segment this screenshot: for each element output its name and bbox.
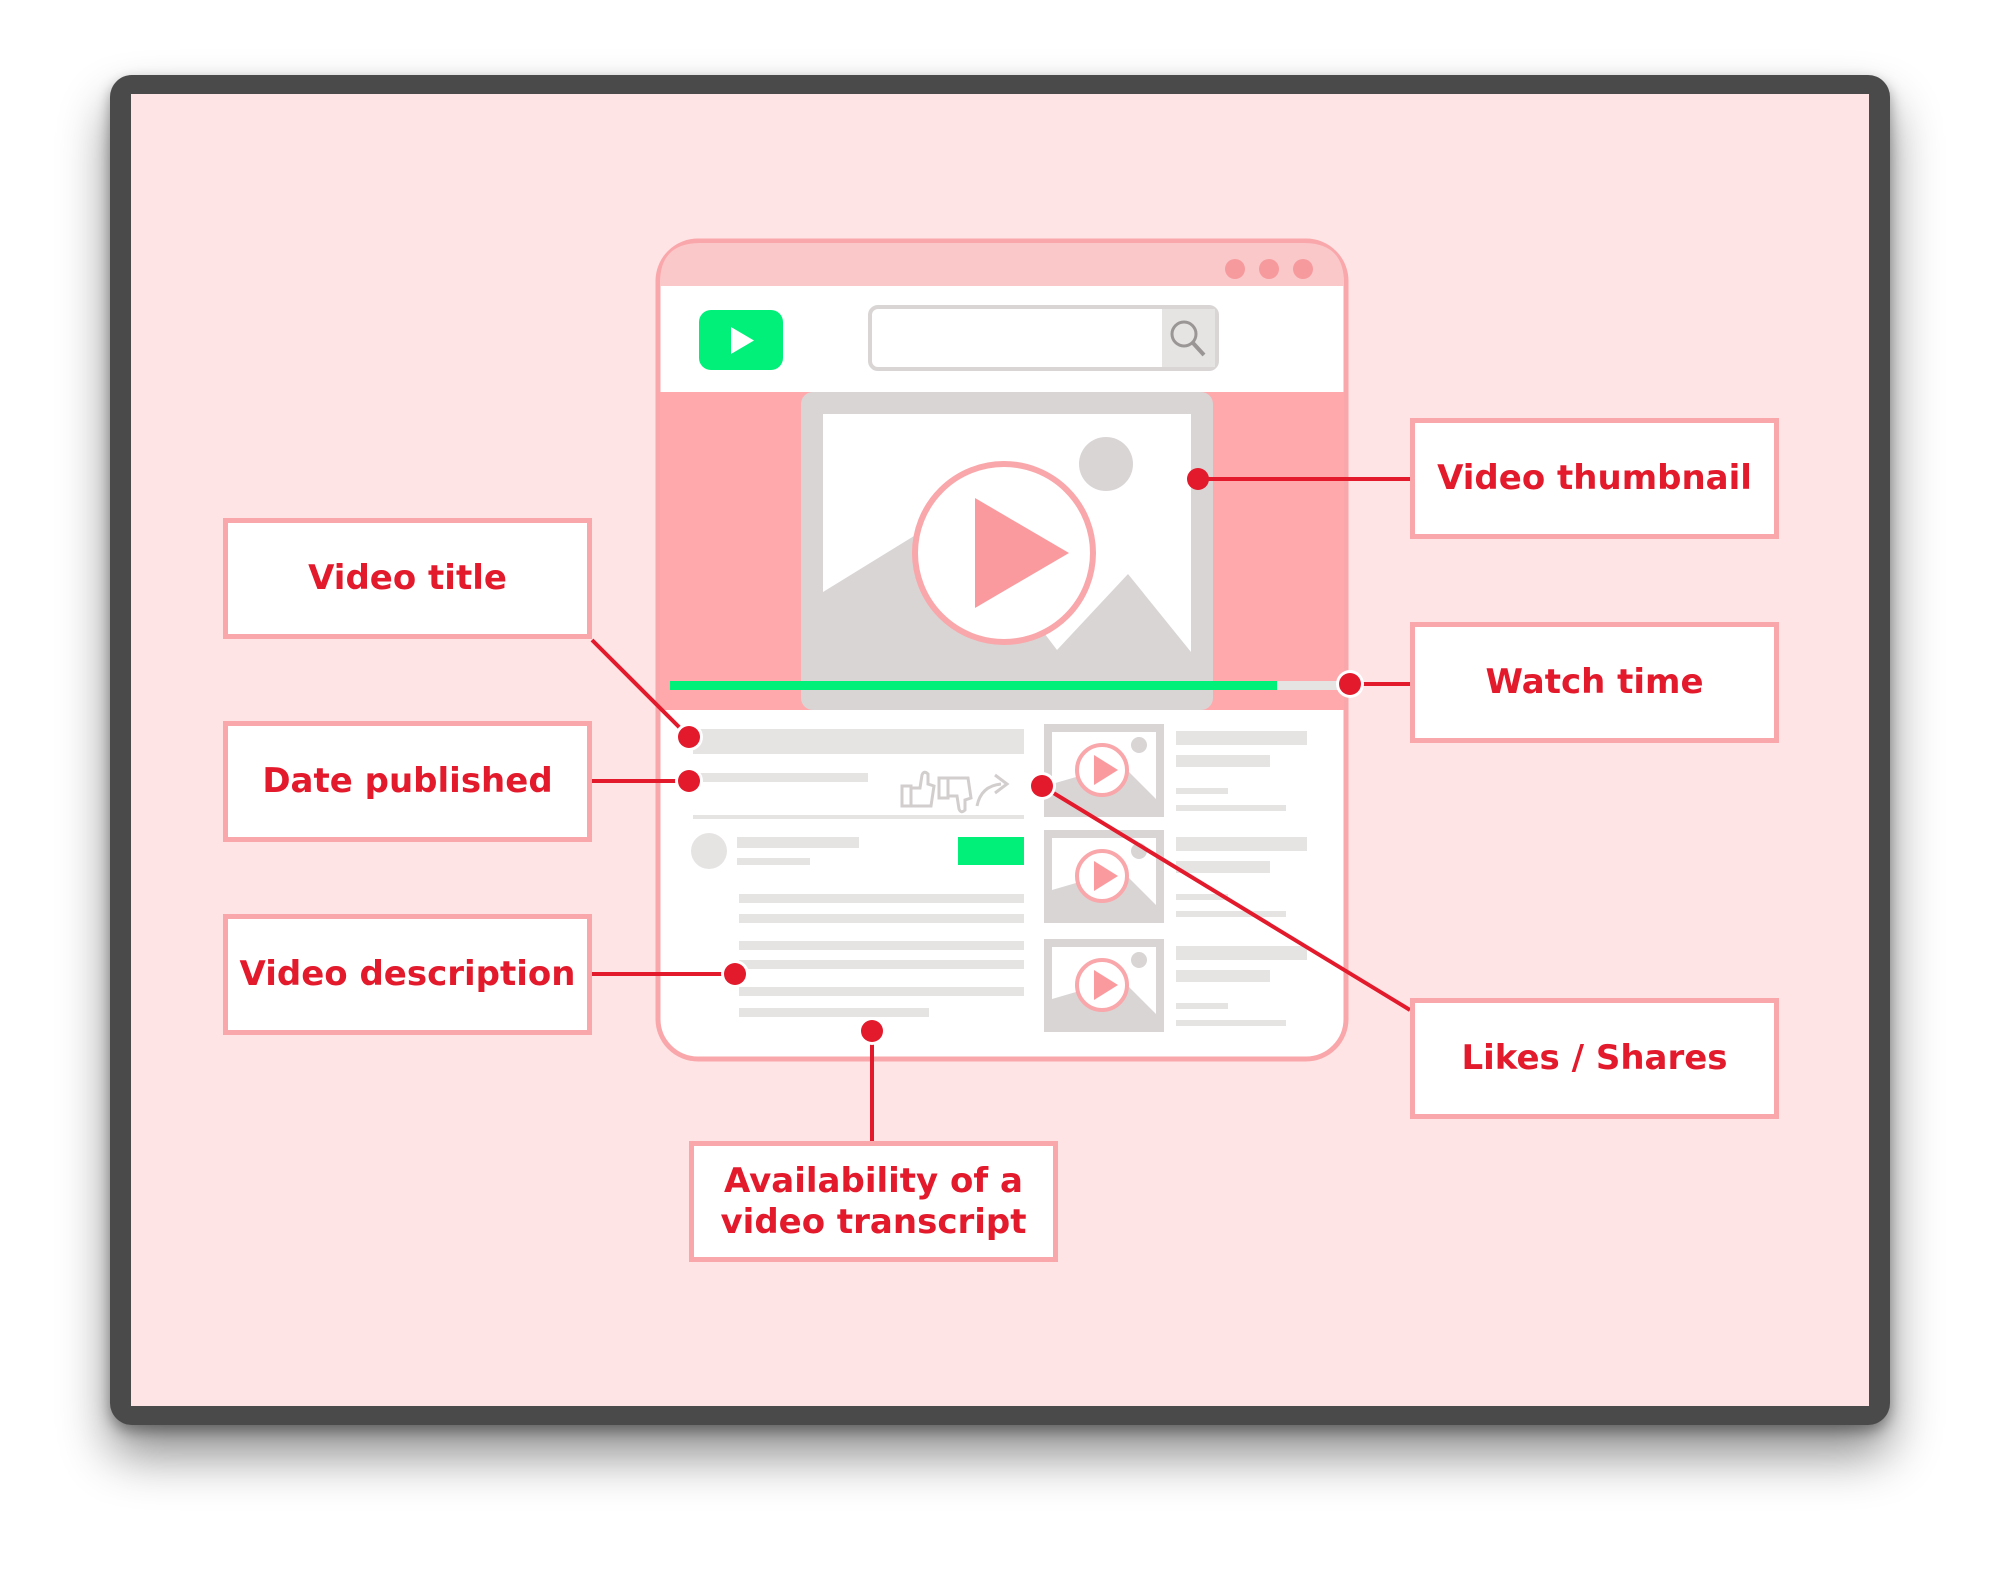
connector-dots [675,468,1364,1045]
label-video-thumbnail: Video thumbnail [1410,418,1779,539]
play-icon[interactable] [1075,958,1129,1012]
label-video-thumbnail-text: Video thumbnail [1437,458,1752,498]
label-likes-shares-text: Likes / Shares [1461,1038,1728,1078]
search-icon[interactable] [1170,320,1206,357]
video-info-area [691,729,1024,1017]
label-watch-time-text: Watch time [1485,662,1704,702]
label-video-description-text: Video description [239,954,576,994]
window-dots-icon [1225,259,1313,279]
label-transcript-text: Availability of a video transcript [720,1160,1027,1242]
info-divider [693,815,1024,819]
suggested-video-3[interactable] [1044,939,1164,1032]
avatar [691,833,727,869]
watch-progress-bar[interactable] [670,681,1350,690]
suggested-videos [1044,724,1307,1032]
monitor-frame: Video title Date published Video descrip… [110,75,1890,1425]
thumbs-down-icon[interactable] [937,776,973,814]
suggested-video-1[interactable] [1044,724,1164,817]
title-placeholder [693,729,1024,754]
play-logo-icon [699,310,783,370]
date-placeholder [693,773,868,782]
suggested-video-text [1176,731,1307,1026]
play-icon[interactable] [1075,849,1129,903]
label-video-title-text: Video title [308,558,507,598]
connectors [590,477,1412,1143]
search-input[interactable] [868,305,1219,371]
play-icon[interactable] [912,461,1096,645]
label-watch-time: Watch time [1410,622,1779,743]
label-date-published-text: Date published [262,761,553,801]
thumbs-up-icon[interactable] [900,770,936,808]
label-video-title: Video title [223,518,592,639]
play-icon[interactable] [1075,743,1129,797]
label-likes-shares: Likes / Shares [1410,998,1779,1119]
label-transcript: Availability of a video transcript [689,1141,1058,1262]
label-date-published: Date published [223,721,592,842]
share-icon[interactable] [975,773,1010,807]
label-video-description: Video description [223,914,592,1035]
subscribe-button[interactable] [958,837,1024,865]
youtube-page-diagram [590,238,1412,1143]
screen: Video title Date published Video descrip… [131,94,1869,1406]
suggested-video-2[interactable] [1044,830,1164,923]
